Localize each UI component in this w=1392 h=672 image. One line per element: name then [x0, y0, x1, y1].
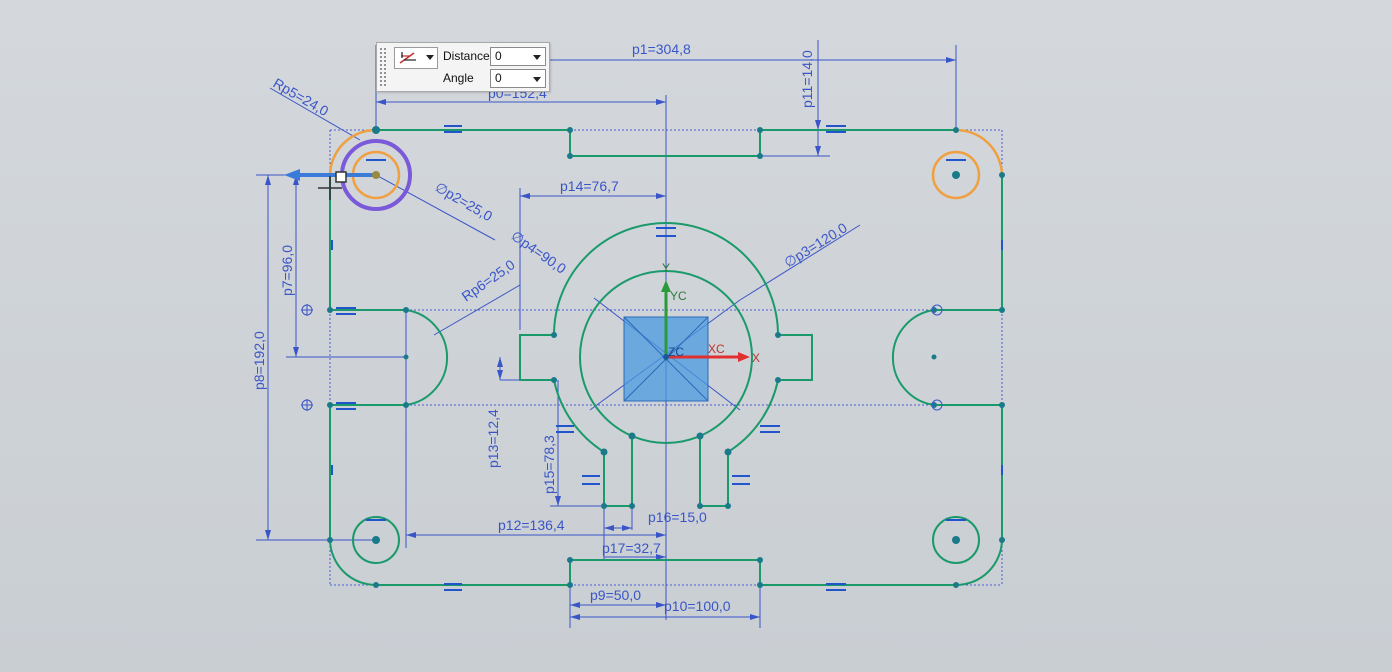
dim-p17: p17=32,7	[602, 540, 661, 556]
chevron-down-icon	[426, 55, 434, 60]
y-label: Y	[662, 261, 670, 275]
dimension-lines	[256, 40, 957, 628]
angle-label: Angle	[443, 71, 474, 85]
distance-value: 0	[495, 49, 502, 63]
dimension-type-icon	[399, 52, 416, 64]
drag-origin-point[interactable]	[372, 171, 380, 179]
x-axis-arrow-icon	[738, 352, 750, 362]
chevron-down-icon[interactable]	[533, 77, 541, 82]
zc-label: ZC	[668, 345, 684, 359]
dim-p7: p7=96,0	[279, 245, 295, 296]
distance-label: Distance	[443, 49, 490, 63]
dim-p8: p8=192,0	[251, 331, 267, 390]
distance-angle-toolbar: Distance 0 Angle 0	[376, 42, 550, 92]
chevron-down-icon[interactable]	[533, 55, 541, 60]
dim-p10: p10=100,0	[664, 598, 731, 614]
dimension-arrows	[265, 57, 956, 620]
dim-p12: p12=136,4	[498, 517, 565, 533]
dim-p11: p11=14,0	[799, 50, 815, 108]
dim-p13: p13=12,4	[485, 409, 501, 468]
dim-p16: p16=15,0	[648, 509, 707, 525]
constraint-symbols	[331, 125, 1003, 591]
y-axis-arrow-icon	[661, 280, 671, 292]
move-cursor-icon	[318, 171, 347, 200]
coincident-markers	[301, 304, 943, 411]
xc-label: XC	[708, 342, 725, 356]
origin-point[interactable]	[663, 354, 669, 360]
dim-p5: Rp5=24,0	[271, 75, 332, 120]
dim-p1: p1=304,8	[632, 41, 691, 57]
snap-type-dropdown[interactable]	[394, 47, 438, 69]
angle-field[interactable]: 0	[490, 69, 546, 88]
dim-p9: p9=50,0	[590, 587, 641, 603]
dim-p6: Rp6=25,0	[459, 256, 518, 304]
dim-p15: p15=78,3	[541, 435, 557, 494]
dim-p14: p14=76,7	[560, 178, 619, 194]
x-label: X	[752, 351, 760, 365]
dim-p3: ∅p3=120,0	[781, 219, 850, 270]
yc-label: YC	[670, 289, 687, 303]
dim-p2: ∅p2=25,0	[433, 179, 496, 225]
toolbar-grip[interactable]	[379, 47, 387, 87]
angle-value: 0	[495, 71, 502, 85]
distance-field[interactable]: 0	[490, 47, 546, 66]
drag-arrow-icon[interactable]	[284, 169, 300, 181]
